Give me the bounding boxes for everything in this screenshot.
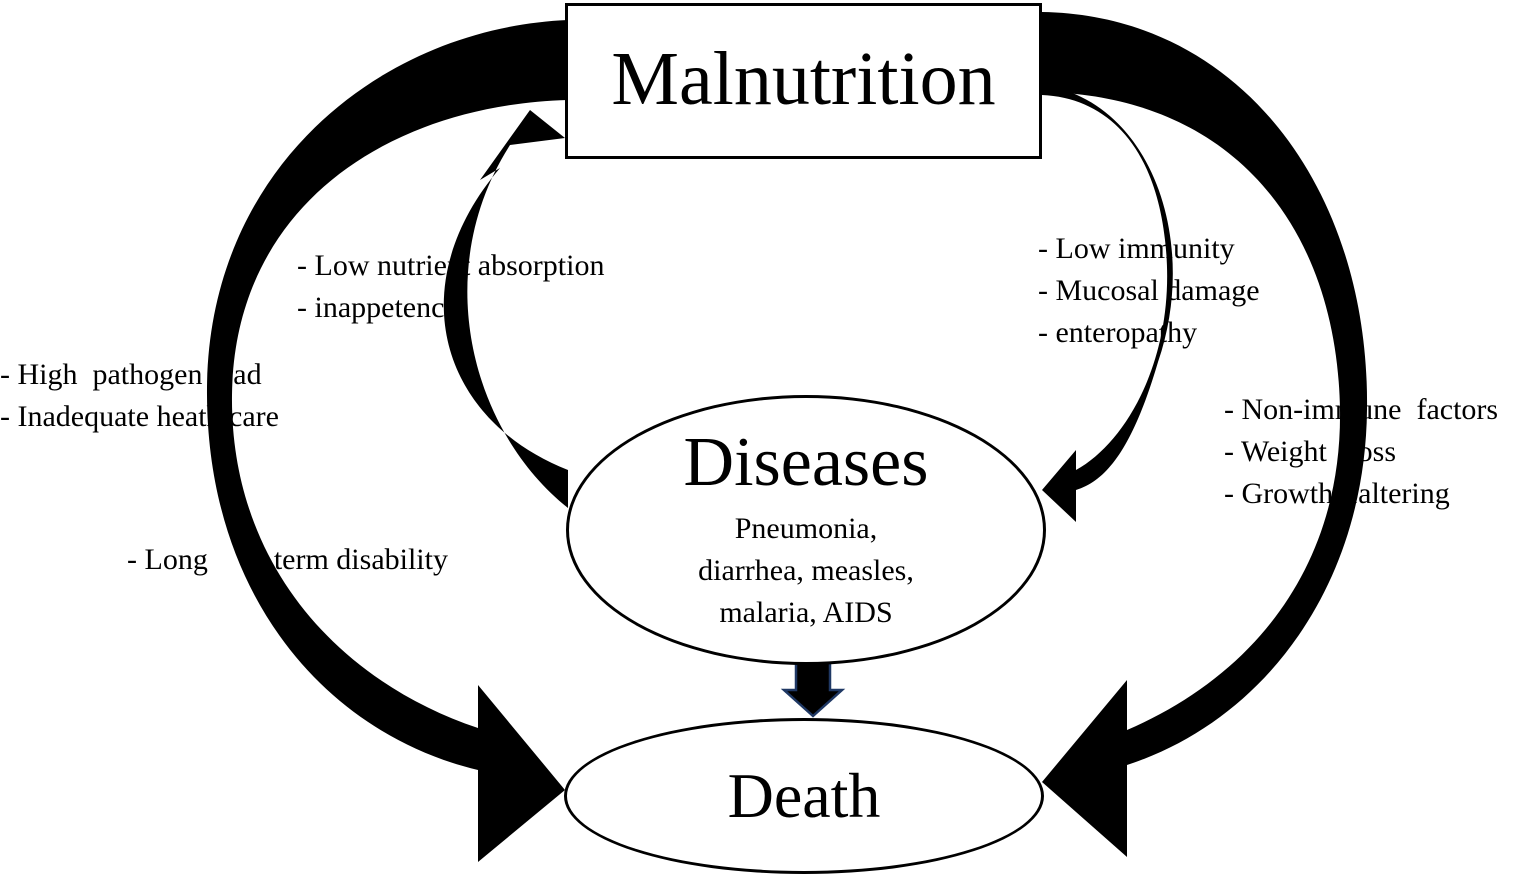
diseases-ellipse: Diseases Pneumonia, diarrhea, measles, m…	[566, 395, 1046, 665]
label-long-term-disability: - Long term disability	[127, 539, 448, 581]
diseases-list-line: Pneumonia,	[734, 512, 878, 545]
diseases-title: Diseases	[683, 424, 929, 501]
label-malnutrition-to-diseases: - Low immunity - Mucosal damage - entero…	[1038, 228, 1260, 354]
label-line: - Non-immune factors	[1224, 393, 1499, 426]
diseases-list-line: malaria, AIDS	[719, 596, 893, 629]
label-line: - Mucosal damage	[1038, 274, 1260, 307]
arrow-outer-left	[206, 20, 568, 862]
label-outer-right: - Non-immune factors - Weight loss - Gro…	[1224, 389, 1498, 515]
arrow-diseases-to-death	[780, 656, 846, 718]
arrow-outer-right	[1042, 12, 1368, 857]
label-line: - Growth faltering	[1224, 477, 1450, 510]
label-line: - Low immunity	[1038, 232, 1235, 265]
label-disability-part: term disability	[273, 543, 448, 576]
death-ellipse: Death	[564, 718, 1044, 874]
malnutrition-title: Malnutrition	[611, 37, 996, 121]
label-line: - High pathogen load	[0, 358, 262, 391]
label-line: - Low nutrient absorption	[297, 249, 605, 282]
malnutrition-box: Malnutrition	[565, 3, 1042, 159]
death-title: Death	[727, 760, 881, 831]
arrow-diseases-to-malnutrition	[443, 110, 568, 508]
label-line: - Inadequate heath care	[0, 400, 279, 433]
label-line: - inappetence	[297, 291, 458, 324]
diseases-list-line: diarrhea, measles,	[698, 554, 914, 587]
arrow-malnutrition-to-diseases	[1042, 85, 1173, 522]
label-line: - Weight loss	[1224, 435, 1397, 468]
label-line: - enteropathy	[1038, 316, 1198, 349]
diseases-list: Pneumonia, diarrhea, measles, malaria, A…	[656, 508, 956, 634]
label-diseases-to-malnutrition: - Low nutrient absorption - inappetence	[297, 245, 604, 329]
label-disability-part: - Long	[127, 543, 208, 576]
label-outer-left: - High pathogen load - Inadequate heath …	[0, 354, 279, 438]
